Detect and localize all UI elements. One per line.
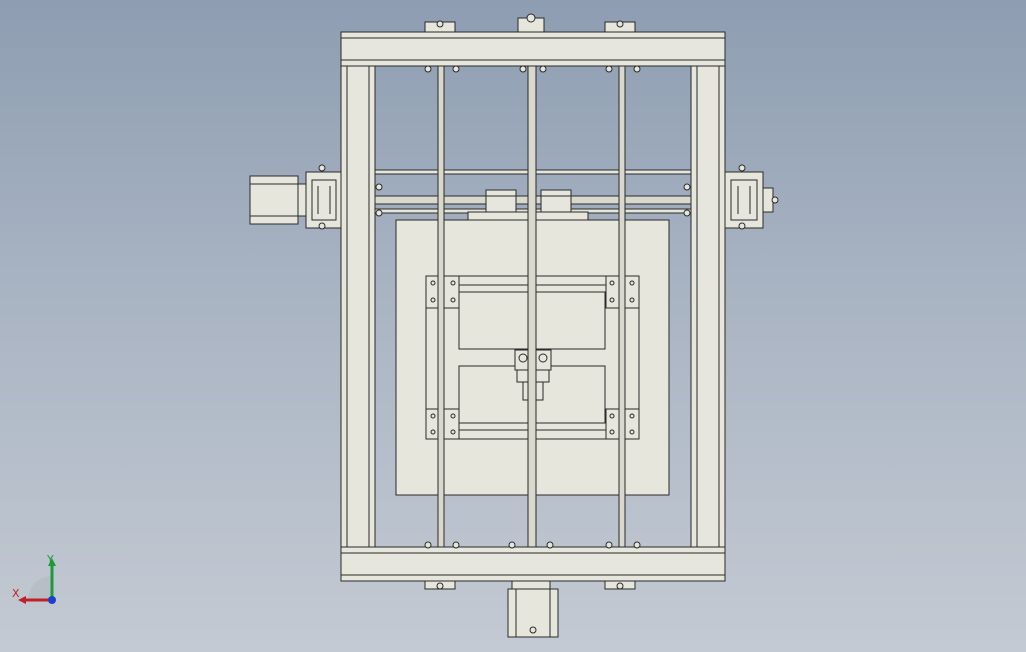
x-axis-label: X [12, 587, 20, 600]
coordinate-triad: X Y [8, 550, 72, 612]
bottom-beam [340, 546, 726, 582]
left-post [340, 65, 376, 548]
left-motor [249, 164, 342, 230]
top-beam [340, 31, 726, 67]
top-fasteners [424, 13, 636, 33]
vertical-shafts [437, 65, 626, 548]
right-motor [724, 164, 779, 230]
y-axis-label: Y [47, 553, 54, 566]
bottom-motor [507, 580, 559, 638]
z-axis-dot [48, 596, 56, 604]
right-post [690, 65, 726, 548]
shaft-fasteners [375, 65, 691, 549]
bottom-fasteners [424, 580, 636, 590]
triad-quarter-disc [28, 576, 52, 600]
